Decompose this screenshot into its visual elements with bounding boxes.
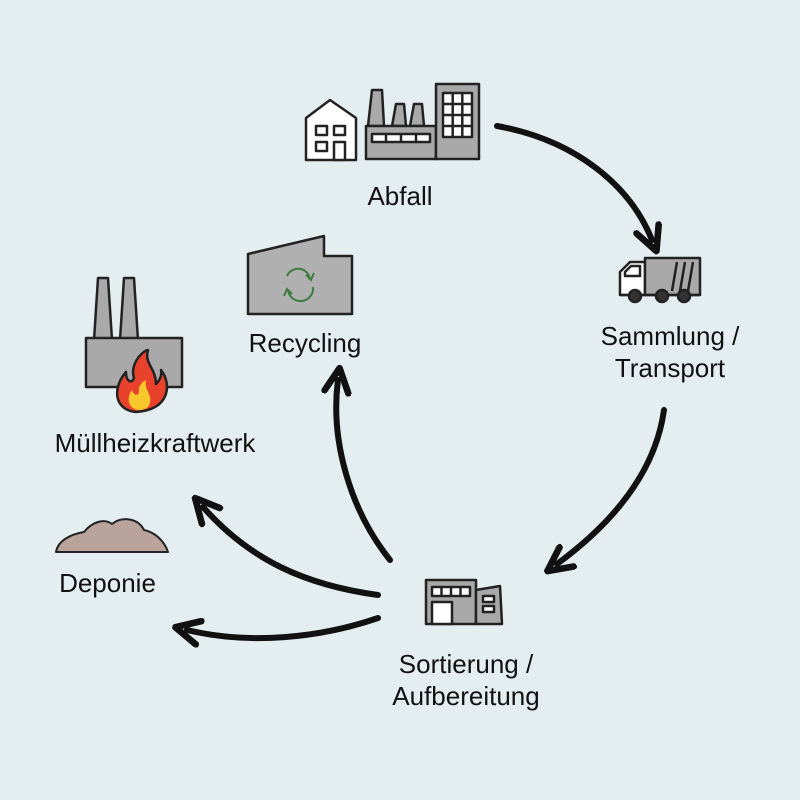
arrow-sortierung-to-muellheizkraftwerk	[203, 507, 381, 598]
arrow-sortierung-to-deponie	[187, 615, 381, 638]
recycling-building-icon	[246, 234, 354, 316]
arrow-sortierung-to-recycling	[336, 380, 393, 563]
recycle-arrows-icon	[286, 267, 315, 303]
arrow-abfall-to-sammlung	[494, 123, 652, 240]
sortierung-label-line2: Aufbereitung	[392, 681, 540, 711]
node-label-deponie: Deponie	[40, 567, 175, 599]
sammlung-label-line1: Sammlung /	[600, 321, 740, 351]
garbage-truck-icon	[618, 256, 702, 304]
node-label-abfall: Abfall	[340, 180, 460, 212]
arrow-sammlung-to-sortierung	[557, 407, 667, 564]
landfill-pile-icon	[55, 518, 169, 553]
node-label-sortierung: Sortierung / Aufbereitung	[360, 648, 572, 712]
deponie-label: Deponie	[59, 568, 156, 598]
incineration-plant-icon	[84, 276, 184, 414]
node-label-sammlung: Sammlung / Transport	[570, 320, 770, 384]
muellheizkraftwerk-label: Müllheizkraftwerk	[54, 428, 256, 458]
node-label-recycling: Recycling	[225, 327, 385, 359]
sorting-facility-icon	[424, 578, 504, 626]
recycling-label: Recycling	[248, 328, 362, 358]
sortierung-label-line1: Sortierung /	[398, 649, 534, 679]
abfall-label: Abfall	[367, 181, 433, 211]
node-label-muellheizkraftwerk: Müllheizkraftwerk	[20, 427, 290, 459]
houses-and-factory-icon	[304, 82, 481, 162]
sammlung-label-line2: Transport	[614, 353, 726, 383]
